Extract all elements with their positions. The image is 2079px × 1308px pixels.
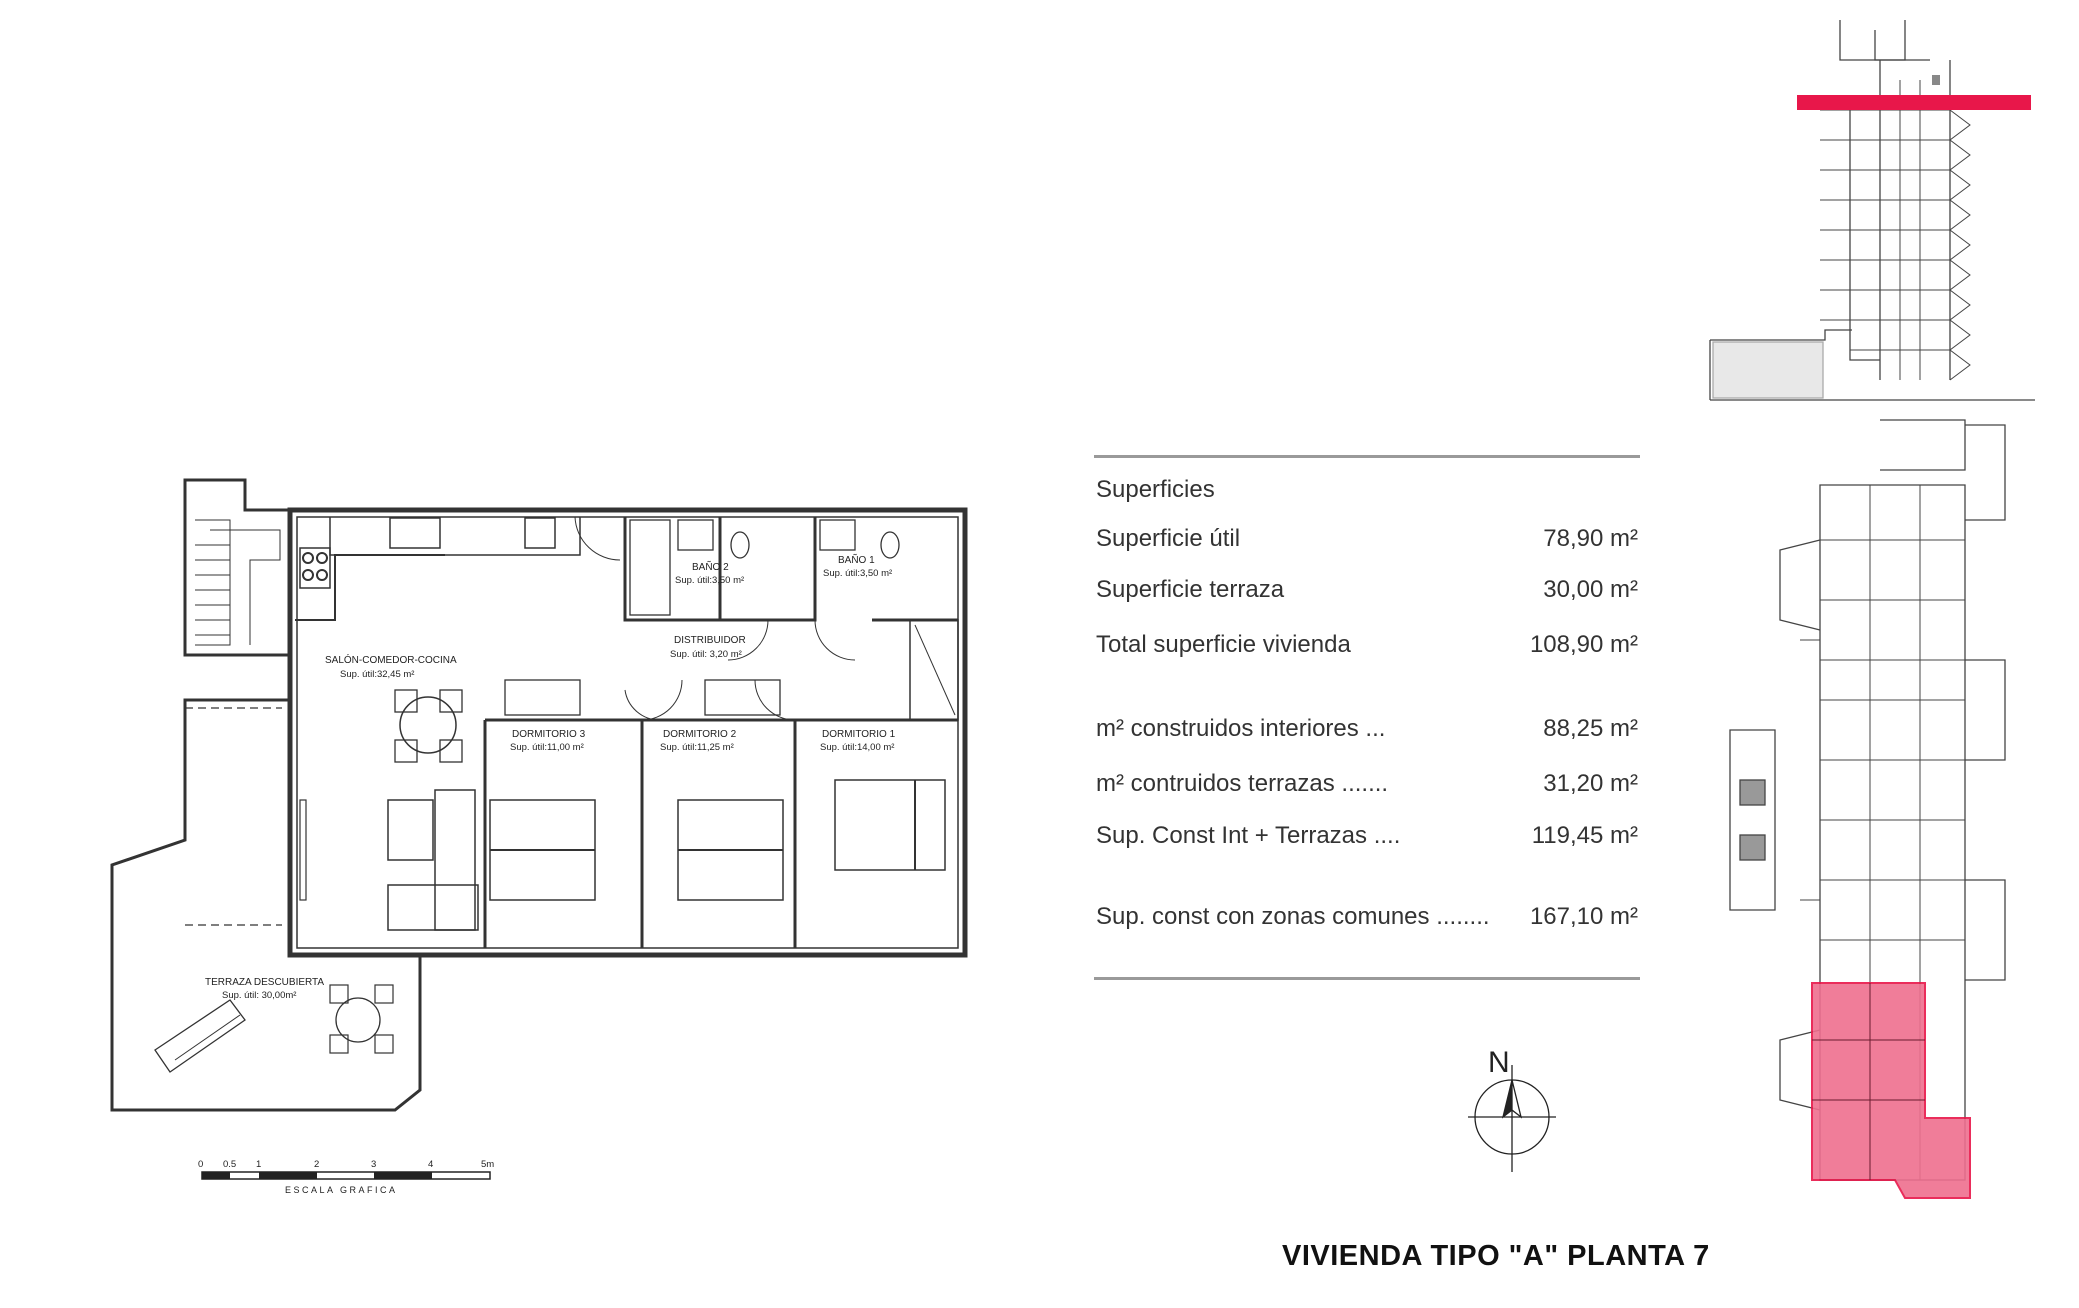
surfaces-heading: Superficies [1096,476,1215,503]
surface-row: Sup. const con zonas comunes ........ 16… [1094,903,1640,931]
room-name: DORMITORIO 1 [822,729,896,740]
surface-value: 88,25 m² [1543,715,1638,742]
surface-label: Sup. Const Int + Terrazas .... [1096,822,1401,849]
room-area: Sup. útil:32,45 m² [340,669,414,680]
room-area: Sup. útil: 3,20 m² [670,649,742,660]
room-name: DISTRIBUIDOR [674,635,746,646]
surface-row: m² construidos interiores ... 88,25 m² [1094,715,1640,743]
bed-dormitorio-1 [834,779,946,871]
surface-value: 108,90 m² [1529,631,1638,658]
surface-row: Superficie terraza 30,00 m² [1094,576,1640,604]
surface-label: Superficie útil [1096,525,1241,552]
room-area: Sup. útil:11,25 m² [660,742,734,753]
surfaces-table: Superficies Superficie útil 78,90 m² Sup… [1094,455,1640,980]
surface-value: 30,00 m² [1543,576,1638,603]
scale-tick: 1 [256,1159,261,1170]
room-name: BAÑO 2 [692,560,729,573]
surface-value: 31,20 m² [1543,770,1638,797]
room-area: Sup. útil:3,50 m² [675,575,744,586]
room-name: BAÑO 1 [838,553,875,566]
surface-row: Total superficie vivienda 108,90 m² [1094,631,1640,659]
room-area: Sup. útil:14,00 m² [820,742,894,753]
bottom-rule [1094,977,1640,980]
surface-label: Superficie terraza [1096,576,1285,603]
surface-row: Superficie útil 78,90 m² [1094,525,1640,553]
scale-tick: 0 [198,1159,203,1170]
room-area: Sup. útil:3,50 m² [823,568,892,579]
surface-label: Total superficie vivienda [1096,631,1351,658]
scale-label: ESCALA GRAFICA [285,1185,398,1195]
page-title: VIVIENDA TIPO "A" PLANTA 7 [1282,1240,1710,1272]
dining-table [399,696,457,754]
room-name: DORMITORIO 2 [663,729,737,740]
surface-row: m² contruidos terrazas ....... 31,20 m² [1094,770,1640,798]
highlighted-unit [1811,982,1971,1199]
scale-tick: 5m [481,1159,494,1170]
surface-value: 167,10 m² [1529,903,1638,930]
room-name: TERRAZA DESCUBIERTA [205,977,324,988]
scale-tick: 0.5 [223,1159,236,1170]
surface-label: m² contruidos terrazas ....... [1096,770,1389,797]
surface-label: m² construidos interiores ... [1096,715,1386,742]
top-rule [1094,455,1640,458]
stair-block [183,478,292,657]
surface-value: 119,45 m² [1531,822,1638,849]
scale-tick: 4 [428,1159,433,1170]
surface-value: 78,90 m² [1543,525,1638,552]
north-arrow-icon [1468,1065,1556,1172]
scale-tick: 2 [314,1159,319,1170]
scale-bar: 0 0.5 1 2 3 4 5m ESCALA GRAFICA [198,1159,494,1195]
room-area: Sup. útil:11,00 m² [510,742,584,753]
surface-label: Sup. const con zonas comunes ........ [1096,903,1490,930]
north-label: N [1488,1046,1510,1079]
room-area: Sup. útil: 30,00m² [222,990,296,1001]
building-section [1709,20,2035,401]
room-name: DORMITORIO 3 [512,729,586,740]
scale-tick: 3 [371,1159,376,1170]
floor-indicator-bar [1797,95,2031,110]
room-name: SALÓN-COMEDOR-COCINA [325,653,457,666]
surface-row: Sup. Const Int + Terrazas .... 119,45 m² [1094,822,1640,850]
terrace-outline [110,698,422,1112]
